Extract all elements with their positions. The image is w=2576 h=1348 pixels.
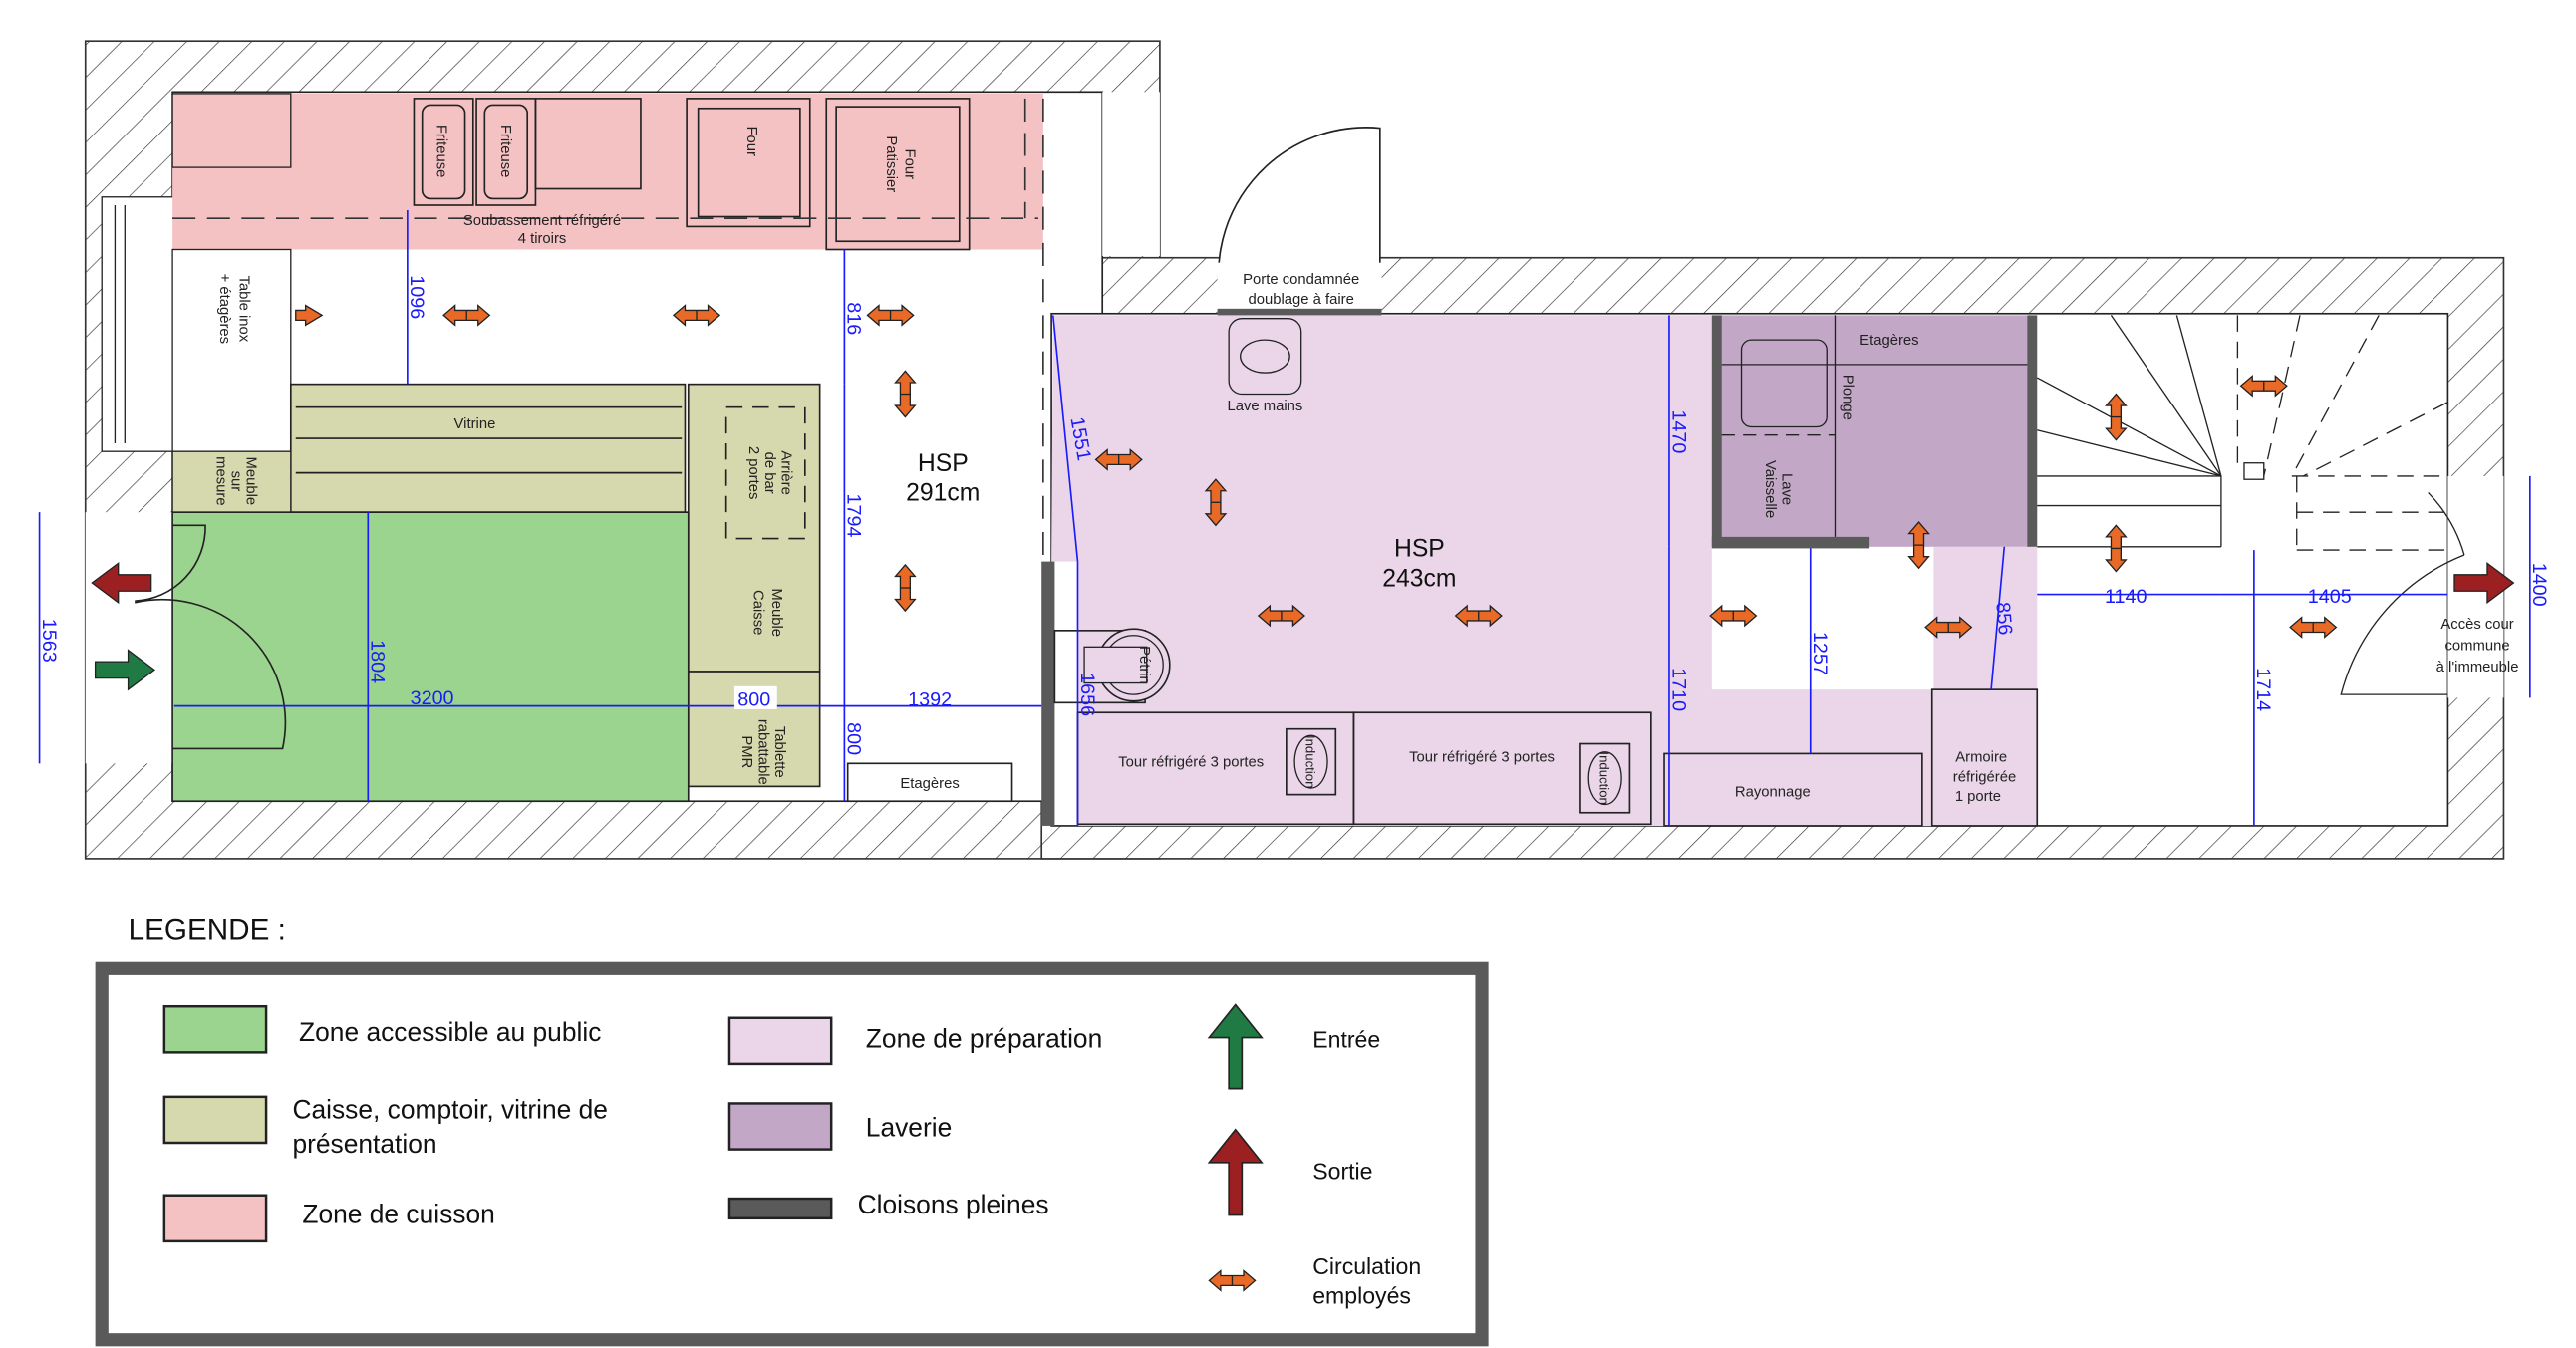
acces-cour-label-3: à l'immeuble (2436, 660, 2519, 675)
legend-label-public: Zone accessible au public (299, 1017, 601, 1047)
legend-swatch-public (162, 1004, 268, 1054)
legend-swatch-preparation (727, 1016, 833, 1066)
four-label: Four (743, 126, 759, 156)
zone-comptoir: Vitrine Meuble sur mesure Arrière de bar… (171, 383, 821, 788)
legend-label-counter-1: Caisse, comptoir, vitrine de (292, 1094, 608, 1124)
legend-swatch-cloisons (727, 1197, 833, 1220)
acces-cour-label-2: commune (2445, 639, 2510, 655)
plonge-label: Plonge (1840, 375, 1856, 420)
tablette-label-1: Tablette (771, 726, 787, 778)
legend-box: Zone accessible au public Caisse, compto… (95, 961, 1489, 1347)
meuble-sur-mesure-label-1: Meuble (242, 457, 258, 506)
meuble-caisse-label-1: Meuble (768, 588, 784, 637)
rayonnage-label: Rayonnage (1735, 784, 1811, 800)
svg-text:1563: 1563 (38, 619, 60, 663)
svg-text:800: 800 (843, 722, 865, 755)
legend-label-entree: Entrée (1312, 1026, 1380, 1052)
meuble-sur-mesure-label-2: sur (227, 471, 243, 492)
arriere-bar-label-3: 2 portes (745, 446, 761, 500)
armoire-label-2: réfrigérée (1953, 769, 2016, 785)
lave-vaisselle-label-2: Vaisselle (1762, 460, 1778, 518)
four-patissier-label-2: Patissier (883, 135, 899, 192)
exit-arrow-icon (91, 561, 152, 605)
tour-1-label: Tour réfrigéré 3 portes (1118, 755, 1264, 771)
friteuse-1-label: Friteuse (433, 125, 449, 178)
dimension-lines (38, 209, 2531, 826)
arriere-bar-label-2: de bar (761, 452, 777, 494)
svg-text:1400: 1400 (2528, 563, 2550, 607)
zone-cuisson: Friteuse Friteuse Four Four Patissier So… (171, 93, 1044, 789)
tablette-label-3: PMR (738, 735, 754, 768)
svg-text:1656: 1656 (1076, 673, 1098, 716)
hsp-front-label: HSP (918, 450, 969, 477)
meuble-sur-mesure-label-3: mesure (213, 456, 229, 505)
legend-swatch-cuisson (162, 1194, 268, 1243)
legend-label-circulation-2: employés (1312, 1283, 1411, 1309)
svg-text:1714: 1714 (2252, 668, 2274, 711)
staircase (2036, 315, 2465, 695)
svg-text:1140: 1140 (2105, 586, 2147, 608)
meuble-caisse-label-2: Caisse (750, 590, 766, 635)
induction-1-label: Induction (1303, 735, 1318, 788)
svg-text:1405: 1405 (2308, 586, 2352, 608)
legend-swatch-counter (162, 1095, 268, 1145)
svg-text:1470: 1470 (1667, 409, 1689, 453)
table-inox: Table inox + étagères (171, 248, 292, 452)
zone-preparation: Lave mains HSP 243cm Pétrin Tour réfrigé… (1041, 315, 2039, 827)
soubassement-label-1: Soubassement réfrigéré (463, 213, 621, 229)
table-inox-label-2: + étagères (216, 274, 232, 344)
legend-label-laverie: Laverie (866, 1112, 952, 1142)
svg-text:856: 856 (1991, 601, 2016, 636)
tablette-label-2: rabattable (755, 719, 771, 785)
four-patissier-label-1: Four (901, 149, 917, 180)
tour-2-label: Tour réfrigéré 3 portes (1409, 750, 1555, 766)
svg-text:3200: 3200 (411, 687, 454, 709)
svg-text:1794: 1794 (843, 493, 865, 537)
hsp-prep-value: 243cm (1382, 565, 1456, 592)
vitrine-label: Vitrine (454, 416, 496, 432)
table-inox-label-1: Table inox (236, 275, 252, 342)
svg-text:800: 800 (737, 689, 770, 711)
soubassement-label-2: 4 tiroirs (518, 231, 567, 247)
svg-text:1257: 1257 (1809, 632, 1831, 675)
legend-label-counter-2: présentation (292, 1129, 436, 1159)
svg-text:1392: 1392 (908, 689, 952, 711)
porte-condamnee: Porte condamnée doublage à faire (1102, 92, 1382, 319)
legend-label-circulation-1: Circulation (1312, 1253, 1421, 1279)
friteuse-2-label: Friteuse (497, 125, 513, 178)
exit-arrow-icon-right (2453, 561, 2515, 605)
legend-label-sortie: Sortie (1312, 1158, 1372, 1184)
legend-label-preparation: Zone de préparation (866, 1023, 1102, 1053)
petrin-label: Pétrin (1136, 646, 1152, 684)
dimension-labels: 1096 816 1794 800 800 1392 3200 1804 156… (38, 275, 2550, 755)
armoire-label-3: 1 porte (1955, 789, 2001, 805)
legend-title: LEGENDE : (129, 914, 286, 946)
zone-public (135, 511, 690, 803)
induction-2-label: Induction (1597, 751, 1612, 804)
armoire-label-1: Armoire (1955, 750, 2007, 766)
legend-swatch-laverie (727, 1102, 833, 1151)
legend-exit-arrow-icon (1207, 1128, 1264, 1216)
arriere-bar-label-1: Arrière (778, 450, 794, 494)
zone-laverie: Etagères Plonge Lave Vaisselle (1711, 315, 2038, 549)
legend-entry-arrow-icon (1207, 1003, 1264, 1090)
legend-label-cuisson: Zone de cuisson (302, 1200, 494, 1229)
lave-mains-label: Lave mains (1227, 399, 1302, 414)
svg-text:1096: 1096 (406, 275, 428, 319)
hsp-front-value: 291cm (906, 480, 980, 507)
svg-text:1710: 1710 (1667, 668, 1689, 711)
laverie-etageres-label: Etagères (1860, 333, 1918, 349)
svg-text:816: 816 (843, 302, 865, 335)
acces-cour-label-1: Accès cour (2440, 617, 2513, 633)
svg-text:1804: 1804 (367, 640, 389, 683)
porte-label-1: Porte condamnée (1243, 272, 1359, 288)
etageres-front (846, 762, 1013, 803)
entry-arrow-icon (94, 649, 156, 691)
lave-vaisselle-label-1: Lave (1779, 473, 1795, 505)
hsp-prep-label: HSP (1394, 536, 1445, 563)
porte-label-2: doublage à faire (1248, 292, 1353, 308)
etageres-front-label: Etagères (900, 776, 959, 792)
legend-label-cloisons: Cloisons pleines (858, 1190, 1049, 1219)
circulation-arrow-icons (295, 304, 2337, 639)
